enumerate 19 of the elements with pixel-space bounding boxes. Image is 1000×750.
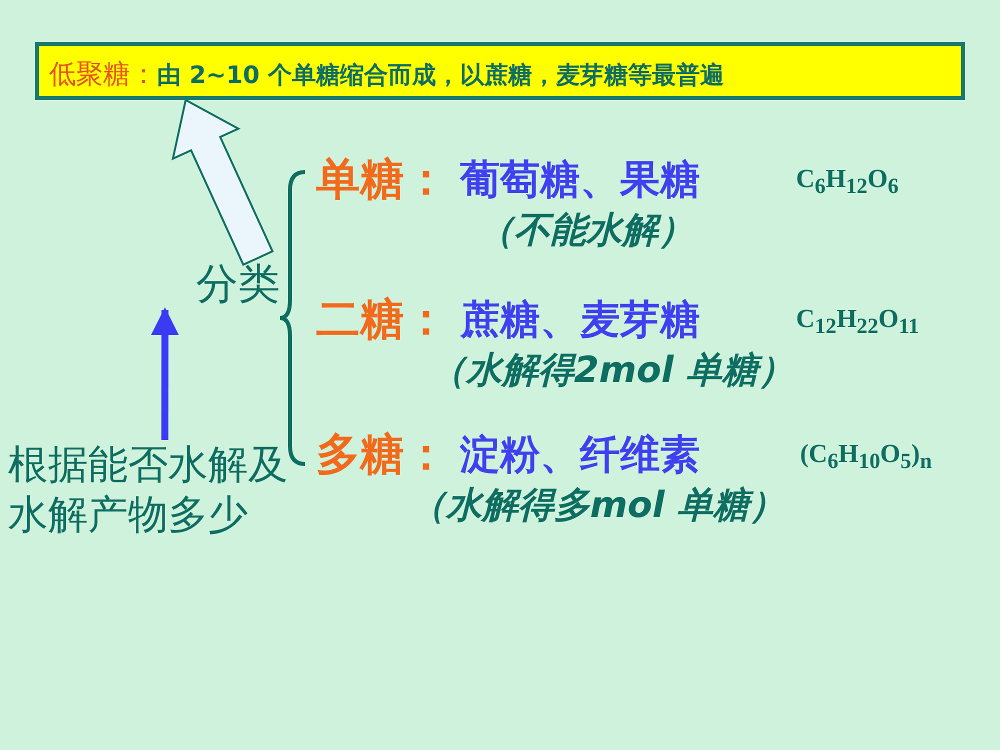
formula-text: (C$_{6}$H$_{10}$O$_{5}$)$_{n}$ <box>800 439 932 474</box>
formula-text: C$_{12}$H$_{22}$O$_{11}$ <box>796 304 920 340</box>
note-text: （不能水解） <box>478 209 694 253</box>
block-arrow <box>172 98 274 266</box>
note-text: （水解得多mol 单糖） <box>410 484 786 528</box>
example-text: 蔗糖、麦芽糖 <box>460 296 700 345</box>
arrow <box>150 307 179 440</box>
category-label: 多糖： <box>316 428 448 482</box>
example-text: 葡萄糖、果糖 <box>460 156 700 205</box>
definition-box <box>35 42 965 100</box>
definition-text: 由 2~10 个单糖缩合而成，以蔗糖，麦芽糖等最普遍 <box>157 61 724 89</box>
heading-text: 分类 <box>150 258 280 310</box>
category-label: 二糖： <box>316 293 448 347</box>
note-text: 根据能否水解及水解产物多少 <box>8 440 288 590</box>
category-label: 单糖： <box>316 153 448 207</box>
example-text: 淀粉、纤维素 <box>460 431 700 480</box>
formula-text: C$_{6}$H$_{12}$O$_{6}$ <box>796 164 899 200</box>
note-text: （水解得2mol 单糖） <box>430 349 794 393</box>
term-text: 低聚糖： <box>49 59 157 90</box>
